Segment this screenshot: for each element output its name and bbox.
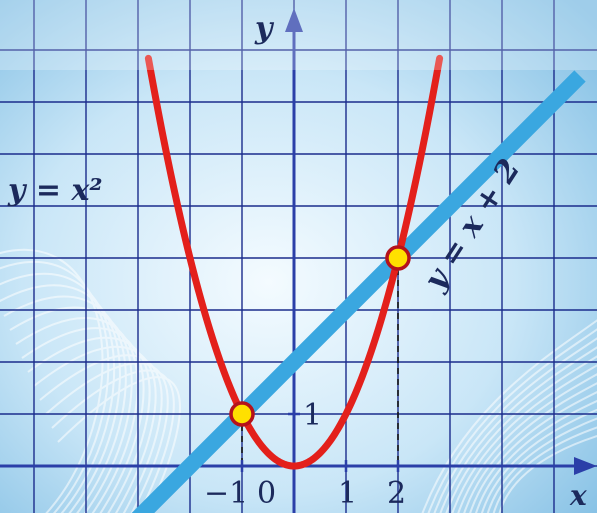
x-axis-label: x: [569, 479, 587, 512]
intersection-points: [229, 245, 411, 427]
intersection-point: [229, 401, 255, 427]
wave-stroke: [475, 399, 597, 513]
wave-stroke: [445, 355, 597, 513]
wave-stroke: [469, 390, 597, 513]
wave-stroke: [481, 408, 597, 513]
tick-label-x-2: 2: [387, 476, 406, 511]
wave-stroke: [15, 317, 139, 513]
wave-stroke: [0, 284, 121, 513]
wave-stroke: [433, 337, 597, 513]
wave-stroke: [421, 319, 597, 513]
tick-label-x-0: 0: [257, 476, 276, 511]
line-series-y-eq-x-plus-2: [131, 70, 586, 513]
wave-stroke: [487, 417, 597, 513]
wave-stroke: [498, 435, 597, 513]
top-fade: [0, 0, 597, 70]
wave-stroke: [0, 248, 104, 513]
wave-stroke: [0, 260, 110, 513]
dashed-guide-lines: [241, 258, 399, 466]
wave-stroke: [457, 373, 597, 513]
intersection-point: [385, 245, 411, 271]
wave-stroke: [427, 328, 597, 513]
y-axis-arrow: [285, 8, 303, 32]
wave-stroke: [451, 364, 597, 513]
tick-label-x-1: 1: [338, 476, 357, 511]
y-axis-label: y: [254, 11, 275, 46]
wave-stroke: [439, 346, 597, 513]
parabola-equation-label: y = x²: [7, 173, 102, 208]
tick-label-x-neg1: −1: [204, 476, 248, 511]
tick-label-y-1: 1: [303, 398, 322, 433]
parabola-series-y-eq-x-squared: [144, 54, 444, 470]
x-axis-arrow: [574, 457, 597, 475]
